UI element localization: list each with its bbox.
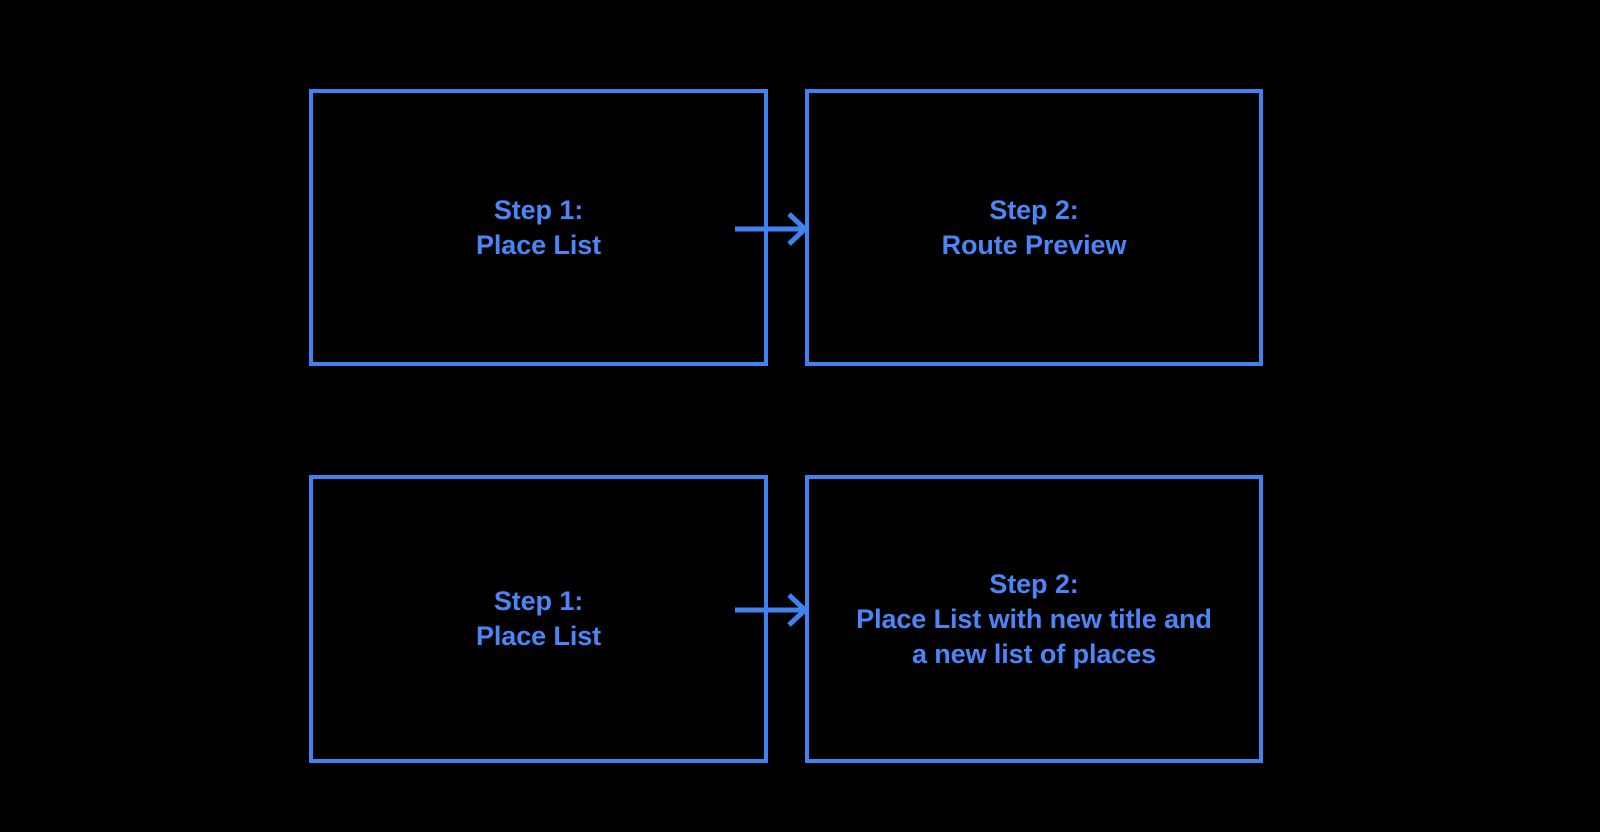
flow-node-label: Step 1: Place List	[475, 586, 602, 651]
flow-node-label: Step 2: Route Preview	[941, 194, 1127, 260]
flow-node-step2-top[interactable]: Step 2: Route Preview	[805, 89, 1263, 366]
arrow-right-icon	[735, 212, 809, 246]
flow-node-step1-top[interactable]: Step 1: Place List	[309, 89, 768, 366]
flow-node-label: Step 2: Place List with new title and a …	[856, 568, 1212, 669]
arrow-right-icon	[735, 593, 809, 627]
flow-node-label: Step 1: Place List	[475, 194, 602, 260]
flow-node-step1-bottom[interactable]: Step 1: Place List	[309, 475, 768, 763]
flow-node-step2-bottom[interactable]: Step 2: Place List with new title and a …	[805, 475, 1263, 763]
